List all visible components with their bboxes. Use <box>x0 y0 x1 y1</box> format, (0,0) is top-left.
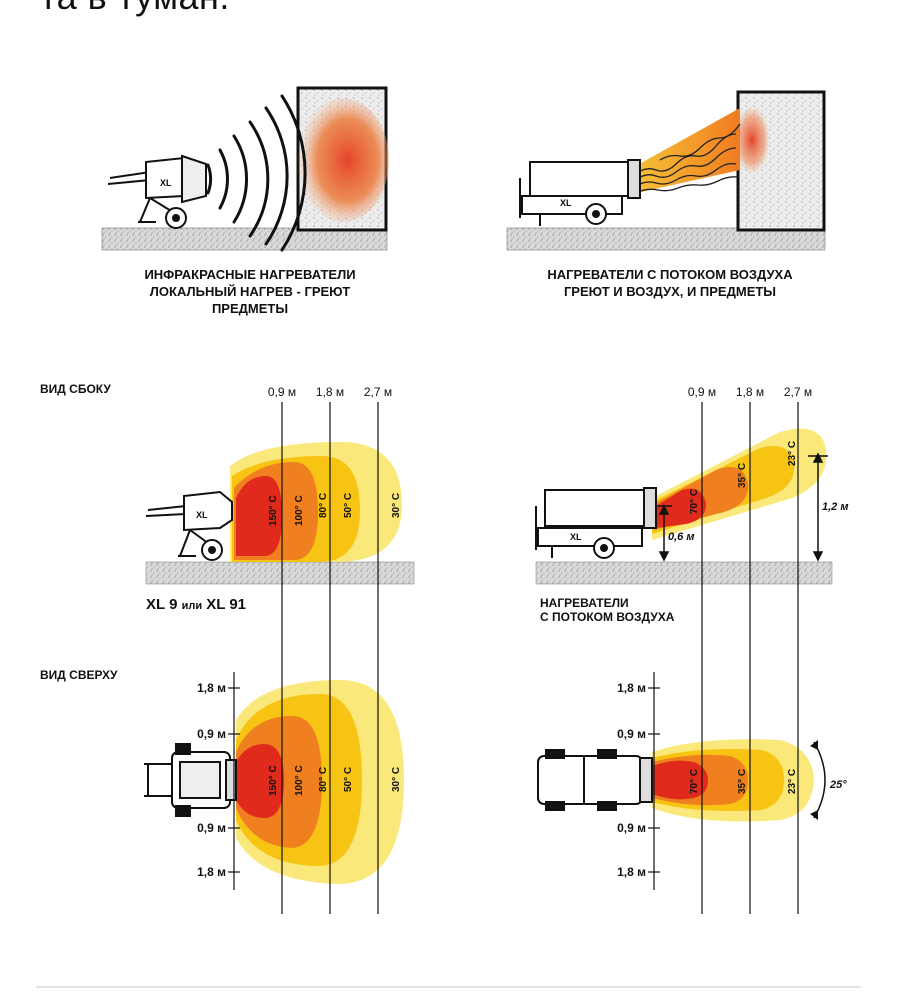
airflow-model-label: НАГРЕВАТЕЛИ С ПОТОКОМ ВОЗДУХА <box>540 596 674 624</box>
af-dist-09: 0,9 м <box>688 385 716 399</box>
ir-side-temp-50: 50° C <box>343 493 354 518</box>
angle-label: 25° <box>829 779 847 791</box>
af-top-temp-35: 35° C <box>737 769 748 794</box>
model-xl91: XL 91 <box>206 596 247 613</box>
height-12: 1,2 м <box>822 501 849 513</box>
af-top-temp-70: 70° C <box>689 769 700 794</box>
intro-text: та в туман. <box>40 0 230 18</box>
airflow-model-line2: С ПОТОКОМ ВОЗДУХА <box>540 610 675 624</box>
af-side-temp-70: 70° C <box>689 489 700 514</box>
af-width-09-bottom: 0,9 м <box>617 821 646 835</box>
svg-text:XL: XL <box>196 510 208 520</box>
af-top-zones <box>652 739 814 822</box>
ir-side-temp-30: 30° C <box>391 493 402 518</box>
infrared-caption-line2: ЛОКАЛЬНЫЙ НАГРЕВ - ГРЕЮТ ПРЕДМЕТЫ <box>149 284 351 316</box>
ir-width-18-top: 1,8 м <box>197 681 226 695</box>
af-side-zones <box>652 428 827 540</box>
ir-side-temp-100: 100° C <box>294 495 305 526</box>
infrared-caption: ИНФРАКРАСНЫЕ НАГРЕВАТЕЛИ ЛОКАЛЬНЫЙ НАГРЕ… <box>110 266 390 317</box>
side-view-title: ВИД СБОКУ <box>40 382 111 396</box>
airflow-caption-line1: НАГРЕВАТЕЛИ С ПОТОКОМ ВОЗДУХА <box>547 267 793 282</box>
svg-text:XL: XL <box>560 198 572 208</box>
airflow-model-line1: НАГРЕВАТЕЛИ <box>540 596 629 610</box>
af-width-09-top: 0,9 м <box>617 727 646 741</box>
model-or: или <box>181 600 203 612</box>
ir-top-temp-150: 150° C <box>268 765 279 796</box>
ir-width-18-bottom: 1,8 м <box>197 865 226 879</box>
af-width-18-top: 1,8 м <box>617 681 646 695</box>
af-side-temp-35: 35° C <box>737 463 748 488</box>
ir-dist-27: 2,7 м <box>364 385 392 399</box>
ir-side-temp-150: 150° C <box>268 495 279 526</box>
ir-side-zones <box>230 442 402 562</box>
ir-width-09-bottom: 0,9 м <box>197 821 226 835</box>
airflow-caption: НАГРЕВАТЕЛИ С ПОТОКОМ ВОЗДУХА ГРЕЮТ И ВО… <box>530 266 810 300</box>
af-top-temp-23: 23° C <box>787 769 798 794</box>
height-06: 0,6 м <box>668 531 695 543</box>
ir-dist-09: 0,9 м <box>268 385 296 399</box>
af-width-18-bottom: 1,8 м <box>617 865 646 879</box>
ir-top-temp-100: 100° C <box>294 765 305 796</box>
af-dist-27: 2,7 м <box>784 385 812 399</box>
ir-side-temp-80: 80° C <box>318 493 329 518</box>
airflow-caption-line2: ГРЕЮТ И ВОЗДУХ, И ПРЕДМЕТЫ <box>563 284 777 299</box>
svg-text:XL: XL <box>160 178 172 188</box>
top-view-title: ВИД СВЕРХУ <box>40 668 118 682</box>
ir-top-temp-80: 80° C <box>318 767 329 792</box>
model-xl9: XL 9 <box>146 596 178 613</box>
ir-dist-18: 1,8 м <box>316 385 344 399</box>
ir-top-temp-50: 50° C <box>343 767 354 792</box>
svg-text:XL: XL <box>570 532 582 542</box>
infrared-caption-line1: ИНФРАКРАСНЫЕ НАГРЕВАТЕЛИ <box>144 267 356 282</box>
af-side-temp-23: 23° C <box>787 441 798 466</box>
ir-top-temp-30: 30° C <box>391 767 402 792</box>
footer-divider <box>36 986 861 988</box>
ir-width-09-top: 0,9 м <box>197 727 226 741</box>
af-dist-18: 1,8 м <box>736 385 764 399</box>
infrared-model-label: XL 9 или XL 91 <box>146 596 246 613</box>
